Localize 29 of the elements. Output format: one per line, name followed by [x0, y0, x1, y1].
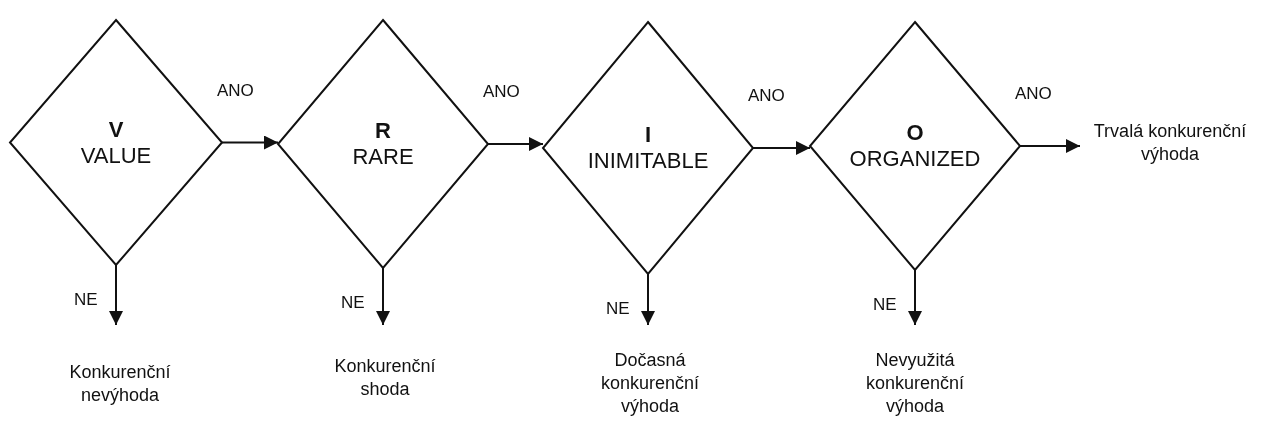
- outcome-text: Konkurenční shoda: [333, 355, 437, 401]
- letter-heading: I: [644, 122, 652, 148]
- arrow: [1019, 139, 1081, 153]
- edge-label: NE: [74, 290, 98, 310]
- outcome-text: Dočasná konkurenční výhoda: [599, 349, 701, 418]
- arrow: [221, 135, 279, 150]
- criterion-label: INIMITABLE: [587, 148, 709, 174]
- arrow: [109, 264, 123, 326]
- outcome-text: Trvalá konkurenční výhoda: [1092, 119, 1248, 166]
- edge-label: ANO: [217, 80, 254, 101]
- arrow: [487, 137, 544, 151]
- edge-label: ANO: [483, 82, 520, 102]
- criterion-label: ORGANIZED: [849, 146, 981, 172]
- edge-label: NE: [606, 299, 630, 319]
- outcome-text: Konkurenční nevýhoda: [68, 361, 172, 407]
- edge-label: ANO: [748, 86, 785, 106]
- arrow: [752, 141, 811, 155]
- edge-label: NE: [341, 293, 365, 313]
- edge-label: NE: [873, 295, 897, 315]
- letter-heading: V: [108, 116, 124, 143]
- criterion-label: VALUE: [80, 142, 152, 169]
- outcome-text: Nevyužitá konkurenční výhoda: [864, 349, 966, 418]
- arrow: [376, 267, 390, 326]
- letter-heading: O: [906, 120, 924, 146]
- criterion-label: RARE: [352, 144, 414, 170]
- letter-heading: R: [375, 118, 391, 144]
- arrow: [641, 273, 655, 326]
- edge-label: ANO: [1015, 84, 1052, 104]
- arrow: [908, 269, 922, 326]
